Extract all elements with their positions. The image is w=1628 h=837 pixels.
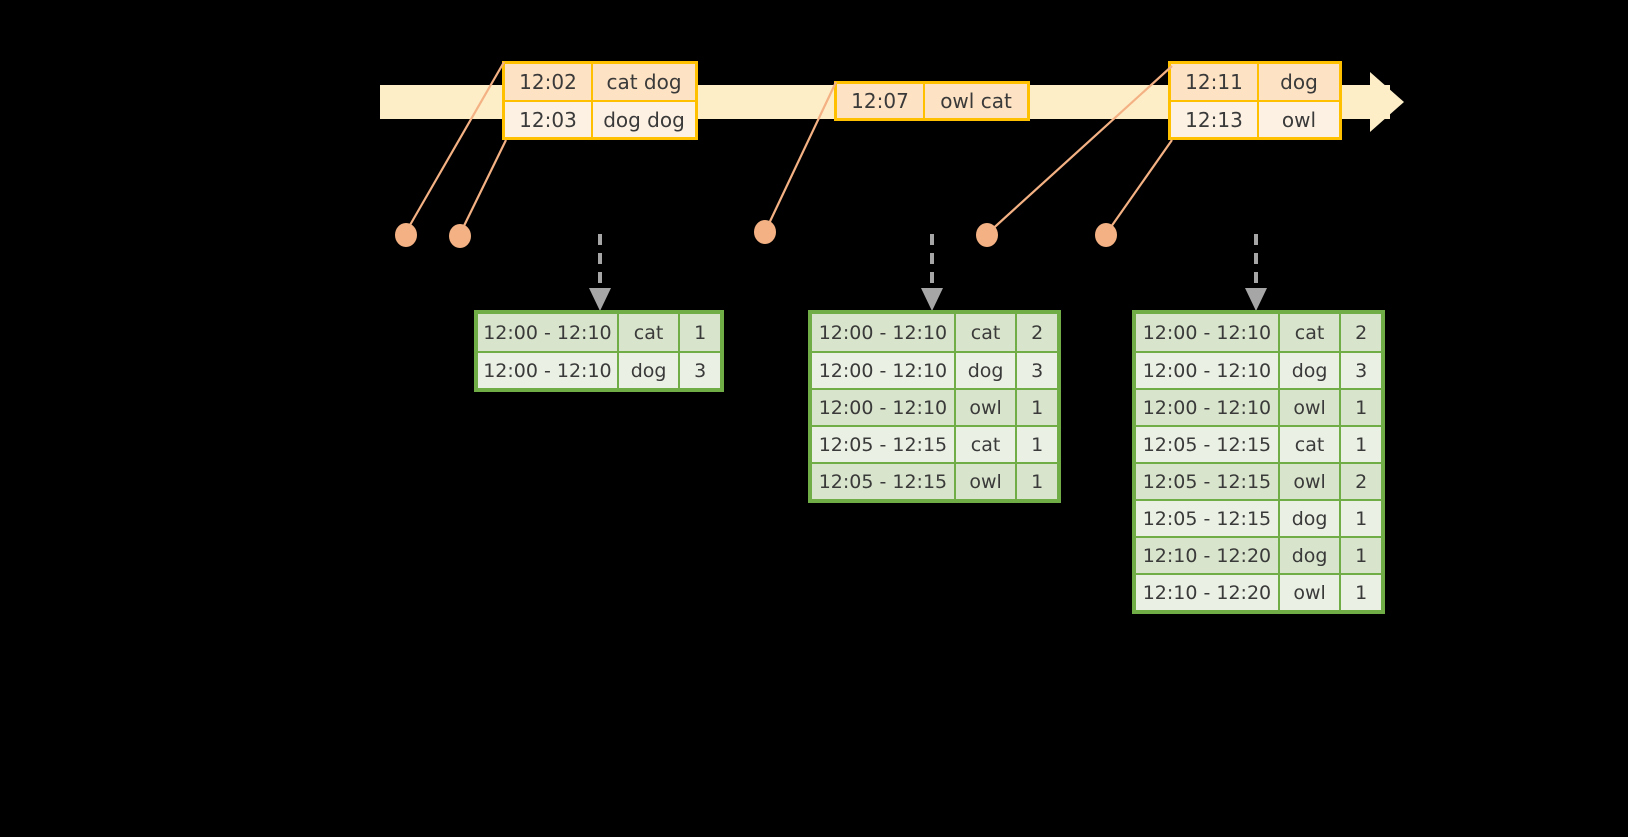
key-cell: dog bbox=[1279, 501, 1342, 536]
count-cell: 3 bbox=[1341, 353, 1381, 388]
table-row[interactable]: 12:00 - 12:10 cat 2 bbox=[812, 314, 1057, 351]
emit-arrowhead-icon-1 bbox=[589, 288, 611, 311]
event-time: 12:11 bbox=[1171, 64, 1259, 101]
window-cell: 12:05 - 12:15 bbox=[1136, 501, 1280, 536]
count-cell: 1 bbox=[1341, 427, 1381, 462]
key-cell: cat bbox=[955, 314, 1018, 351]
event-payload: owl cat bbox=[925, 84, 1027, 118]
event-row[interactable]: 12:03 dog dog bbox=[505, 100, 695, 137]
event-marker-dot bbox=[1095, 223, 1117, 247]
table-row[interactable]: 12:05 - 12:15 dog 1 bbox=[1136, 499, 1381, 536]
result-table-3[interactable]: 12:00 - 12:10 cat 2 12:00 - 12:10 dog 3 … bbox=[1132, 310, 1385, 614]
event-row[interactable]: 12:07 owl cat bbox=[837, 84, 1027, 118]
count-cell: 1 bbox=[1341, 390, 1381, 425]
key-cell: dog bbox=[618, 353, 681, 388]
key-cell: owl bbox=[1279, 464, 1342, 499]
event-time: 12:07 bbox=[837, 84, 925, 118]
key-cell: dog bbox=[1279, 353, 1342, 388]
table-row[interactable]: 12:05 - 12:15 owl 2 bbox=[1136, 462, 1381, 499]
count-cell: 1 bbox=[1341, 575, 1381, 610]
event-payload: owl bbox=[1259, 102, 1339, 137]
emit-arrowheads bbox=[589, 288, 1267, 311]
leader-line-5 bbox=[1105, 139, 1173, 235]
event-marker-dot bbox=[976, 223, 998, 247]
table-row[interactable]: 12:00 - 12:10 dog 3 bbox=[812, 351, 1057, 388]
table-row[interactable]: 12:00 - 12:10 cat 2 bbox=[1136, 314, 1381, 351]
window-cell: 12:05 - 12:15 bbox=[812, 427, 956, 462]
emit-arrowhead-icon-2 bbox=[921, 288, 943, 311]
count-cell: 1 bbox=[1017, 464, 1057, 499]
key-cell: owl bbox=[1279, 390, 1342, 425]
emit-arrows bbox=[598, 234, 1258, 288]
event-marker-dot bbox=[754, 220, 776, 244]
event-time: 12:13 bbox=[1171, 102, 1259, 137]
count-cell: 3 bbox=[680, 353, 720, 388]
key-cell: dog bbox=[955, 353, 1018, 388]
event-markers bbox=[395, 220, 1117, 248]
window-cell: 12:00 - 12:10 bbox=[478, 314, 619, 351]
leader-line-2 bbox=[459, 139, 507, 235]
event-time: 12:03 bbox=[505, 102, 593, 137]
window-cell: 12:05 - 12:15 bbox=[1136, 427, 1280, 462]
event-marker-dot bbox=[395, 223, 417, 247]
window-cell: 12:00 - 12:10 bbox=[812, 390, 956, 425]
table-row[interactable]: 12:00 - 12:10 dog 3 bbox=[1136, 351, 1381, 388]
event-payload: dog dog bbox=[593, 102, 695, 137]
count-cell: 1 bbox=[1341, 538, 1381, 573]
table-row[interactable]: 12:00 - 12:10 owl 1 bbox=[812, 388, 1057, 425]
event-time: 12:02 bbox=[505, 64, 593, 101]
window-cell: 12:05 - 12:15 bbox=[1136, 464, 1280, 499]
count-cell: 2 bbox=[1341, 464, 1381, 499]
count-cell: 1 bbox=[1017, 427, 1057, 462]
event-row[interactable]: 12:02 cat dog bbox=[505, 64, 695, 101]
result-table-1[interactable]: 12:00 - 12:10 cat 1 12:00 - 12:10 dog 3 bbox=[474, 310, 724, 392]
result-table-2[interactable]: 12:00 - 12:10 cat 2 12:00 - 12:10 dog 3 … bbox=[808, 310, 1061, 503]
key-cell: cat bbox=[1279, 427, 1342, 462]
count-cell: 1 bbox=[1017, 390, 1057, 425]
event-row[interactable]: 12:11 dog bbox=[1171, 64, 1339, 101]
event-marker-dot bbox=[449, 224, 471, 248]
window-cell: 12:10 - 12:20 bbox=[1136, 575, 1280, 610]
table-row[interactable]: 12:10 - 12:20 owl 1 bbox=[1136, 573, 1381, 610]
key-cell: owl bbox=[955, 464, 1018, 499]
key-cell: dog bbox=[1279, 538, 1342, 573]
key-cell: cat bbox=[955, 427, 1018, 462]
key-cell: owl bbox=[1279, 575, 1342, 610]
window-cell: 12:10 - 12:20 bbox=[1136, 538, 1280, 573]
window-cell: 12:00 - 12:10 bbox=[478, 353, 619, 388]
event-group-2[interactable]: 12:07 owl cat bbox=[834, 81, 1030, 121]
event-group-1[interactable]: 12:02 cat dog 12:03 dog dog bbox=[502, 61, 698, 140]
window-cell: 12:00 - 12:10 bbox=[1136, 353, 1280, 388]
table-row[interactable]: 12:00 - 12:10 dog 3 bbox=[478, 351, 720, 388]
window-cell: 12:05 - 12:15 bbox=[812, 464, 956, 499]
event-row[interactable]: 12:13 owl bbox=[1171, 100, 1339, 137]
count-cell: 3 bbox=[1017, 353, 1057, 388]
key-cell: cat bbox=[1279, 314, 1342, 351]
event-payload: dog bbox=[1259, 64, 1339, 101]
count-cell: 1 bbox=[1341, 501, 1381, 536]
event-payload: cat dog bbox=[593, 64, 695, 101]
key-cell: owl bbox=[955, 390, 1018, 425]
timeline-arrowhead-icon bbox=[1370, 72, 1404, 132]
window-cell: 12:00 - 12:10 bbox=[1136, 314, 1280, 351]
table-row[interactable]: 12:10 - 12:20 dog 1 bbox=[1136, 536, 1381, 573]
count-cell: 2 bbox=[1341, 314, 1381, 351]
table-row[interactable]: 12:05 - 12:15 cat 1 bbox=[812, 425, 1057, 462]
key-cell: cat bbox=[618, 314, 681, 351]
window-cell: 12:00 - 12:10 bbox=[812, 314, 956, 351]
count-cell: 2 bbox=[1017, 314, 1057, 351]
event-group-3[interactable]: 12:11 dog 12:13 owl bbox=[1168, 61, 1342, 140]
emit-arrowhead-icon-3 bbox=[1245, 288, 1267, 311]
table-row[interactable]: 12:00 - 12:10 owl 1 bbox=[1136, 388, 1381, 425]
window-cell: 12:00 - 12:10 bbox=[812, 353, 956, 388]
table-row[interactable]: 12:05 - 12:15 owl 1 bbox=[812, 462, 1057, 499]
table-row[interactable]: 12:05 - 12:15 cat 1 bbox=[1136, 425, 1381, 462]
window-cell: 12:00 - 12:10 bbox=[1136, 390, 1280, 425]
count-cell: 1 bbox=[680, 314, 720, 351]
table-row[interactable]: 12:00 - 12:10 cat 1 bbox=[478, 314, 720, 351]
